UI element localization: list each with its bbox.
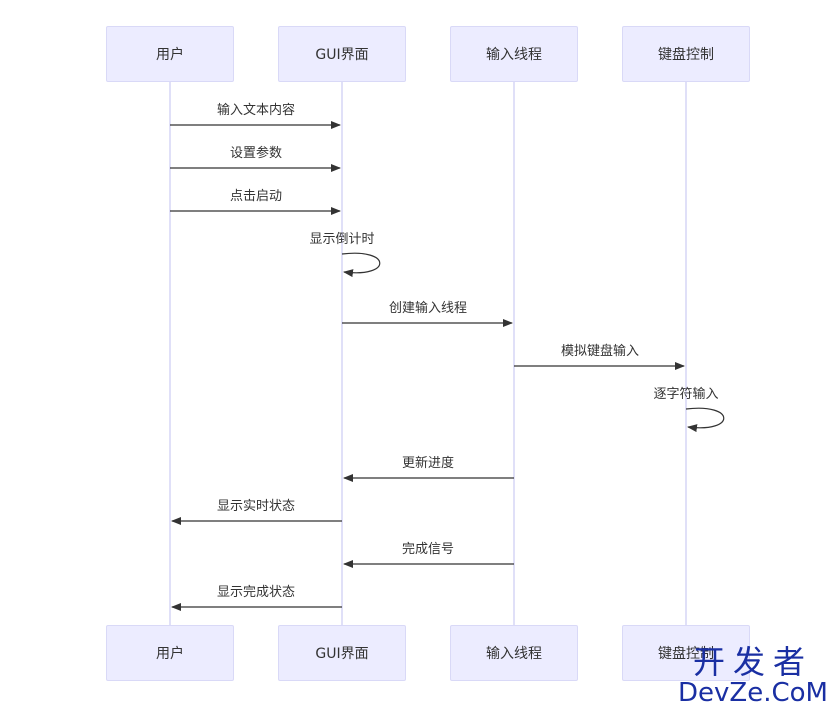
- actor-label: 用户: [156, 47, 184, 63]
- actor-label: 键盘控制: [658, 47, 714, 63]
- actor-label: 输入线程: [486, 646, 542, 662]
- actor-user-top: 用户: [106, 26, 234, 82]
- actor-label: 输入线程: [486, 47, 542, 63]
- actor-gui-top: GUI界面: [278, 26, 406, 82]
- actor-label: 键盘控制: [658, 646, 714, 662]
- message-label: 更新进度: [401, 456, 455, 471]
- actor-input-thread-bottom: 输入线程: [450, 625, 578, 681]
- message-label: 显示倒计时: [309, 232, 375, 247]
- message-label: 点击启动: [229, 189, 283, 204]
- message-label: 输入文本内容: [216, 103, 296, 118]
- actor-gui-bottom: GUI界面: [278, 625, 406, 681]
- watermark: 开发者 DevZe.CoM: [678, 645, 828, 707]
- actor-label: GUI界面: [315, 646, 369, 662]
- arrow-self-countdown: [341, 252, 381, 278]
- message-label: 逐字符输入: [653, 387, 719, 402]
- actor-label: 用户: [156, 646, 184, 662]
- message-label: 完成信号: [401, 542, 455, 557]
- watermark-cn: 开发者: [693, 643, 814, 681]
- actor-keyboard-top: 键盘控制: [622, 26, 750, 82]
- actor-input-thread-top: 输入线程: [450, 26, 578, 82]
- arrow-self-char-input: [685, 407, 725, 433]
- actor-user-bottom: 用户: [106, 625, 234, 681]
- message-label: 创建输入线程: [388, 301, 468, 316]
- message-label: 显示完成状态: [216, 585, 296, 600]
- message-label: 设置参数: [229, 146, 283, 161]
- actor-label: GUI界面: [315, 47, 369, 63]
- message-label: 显示实时状态: [216, 499, 296, 514]
- message-label: 模拟键盘输入: [560, 344, 640, 359]
- watermark-en: DevZe.CoM: [678, 678, 828, 708]
- actor-keyboard-bottom: 键盘控制: [622, 625, 750, 681]
